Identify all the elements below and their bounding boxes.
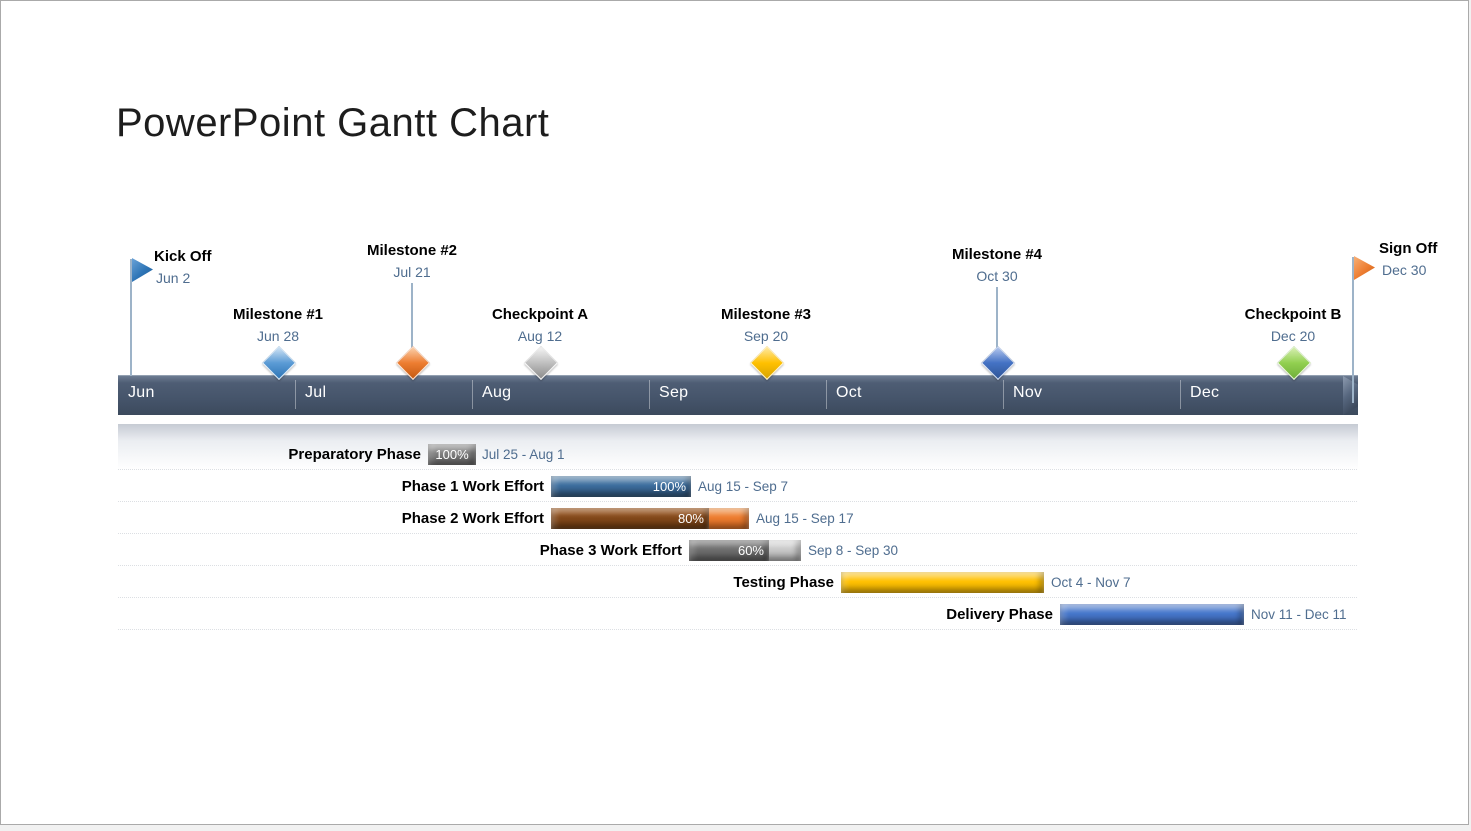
milestone-stem (130, 259, 132, 376)
milestone-name: Checkpoint A (491, 306, 589, 323)
milestone-name: Milestone #3 (720, 306, 812, 323)
milestone-stem (1352, 257, 1354, 403)
row-separator (118, 629, 1357, 630)
month-label-jun: Jun (128, 384, 155, 401)
row-separator (118, 565, 1357, 566)
flag-icon[interactable] (1354, 256, 1375, 280)
milestone-name: Kick Off (154, 248, 212, 265)
milestone-name: Milestone #1 (232, 306, 324, 323)
month-divider (472, 380, 473, 409)
task-date-range: Aug 15 - Sep 17 (756, 511, 854, 526)
page-title: PowerPoint Gantt Chart (116, 101, 550, 145)
timeline-band[interactable]: Jun Jul Aug Sep Oct Nov Dec (118, 375, 1358, 415)
milestone-stem (411, 283, 413, 349)
timeline-reflection (118, 424, 1358, 472)
row-separator (118, 501, 1357, 502)
month-divider (1003, 380, 1004, 409)
task-bar-fill: 80% (551, 508, 709, 529)
milestone-date: Jul 21 (393, 264, 431, 280)
task-date-range: Aug 15 - Sep 7 (698, 479, 789, 494)
task-percent: 80% (677, 511, 704, 526)
month-divider (649, 380, 650, 409)
flag-icon[interactable] (132, 258, 153, 282)
month-label-sep: Sep (659, 384, 689, 401)
milestone-date: Dec 20 (1270, 328, 1316, 344)
milestone-date: Oct 30 (976, 268, 1018, 284)
task-label: Phase 1 Work Effort (401, 478, 544, 495)
task-label: Preparatory Phase (288, 446, 421, 463)
month-label-aug: Aug (482, 384, 512, 401)
milestone-name: Milestone #2 (366, 242, 458, 259)
task-date-range: Oct 4 - Nov 7 (1051, 575, 1131, 590)
task-percent: 100% (652, 479, 686, 494)
month-label-nov: Nov (1013, 384, 1043, 401)
row-separator (118, 597, 1357, 598)
milestone-name: Milestone #4 (951, 246, 1043, 263)
band-end-bevel (1343, 376, 1358, 415)
milestone-date: Dec 30 (1382, 262, 1427, 278)
task-percent: 60% (737, 543, 764, 558)
row-separator (118, 469, 1357, 470)
milestone-name: Sign Off (1379, 240, 1438, 257)
milestone-date: Jun 2 (156, 270, 191, 286)
month-divider (295, 380, 296, 409)
task-bar[interactable]: 100% (551, 476, 691, 497)
task-bar[interactable] (841, 572, 1044, 593)
task-label: Delivery Phase (946, 606, 1053, 623)
task-date-range: Sep 8 - Sep 30 (808, 543, 899, 558)
month-label-dec: Dec (1190, 384, 1220, 401)
task-label: Phase 2 Work Effort (401, 510, 544, 527)
row-separator (118, 533, 1357, 534)
month-label-jul: Jul (305, 384, 327, 401)
month-divider (826, 380, 827, 409)
task-percent: 100% (435, 447, 469, 462)
task-label: Testing Phase (733, 574, 834, 591)
task-label: Phase 3 Work Effort (539, 542, 682, 559)
task-bar[interactable]: 100% (428, 444, 476, 465)
milestone-date: Aug 12 (517, 328, 563, 344)
task-date-range: Jul 25 - Aug 1 (482, 447, 565, 462)
month-divider (1180, 380, 1181, 409)
task-bar-fill: 60% (689, 540, 769, 561)
month-label-oct: Oct (836, 384, 862, 401)
milestone-date: Sep 20 (743, 328, 789, 344)
task-bar[interactable]: 80% (551, 508, 749, 529)
task-date-range: Nov 11 - Dec 11 (1251, 607, 1347, 622)
task-bar[interactable] (1060, 604, 1244, 625)
task-bar[interactable]: 60% (689, 540, 801, 561)
milestone-name: Checkpoint B (1244, 306, 1342, 323)
milestone-date: Jun 28 (256, 328, 300, 344)
milestone-stem (996, 287, 998, 349)
